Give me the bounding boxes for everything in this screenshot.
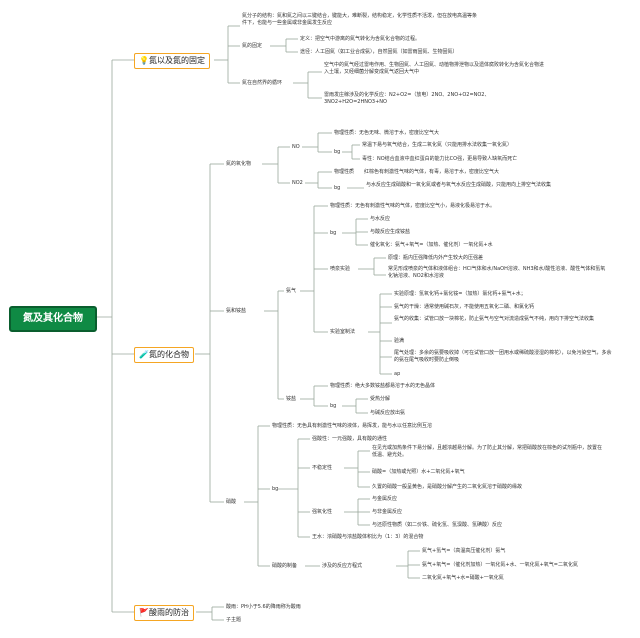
node-instability-equation[interactable]: 硝酸=（加热或光照）水+二氧化氮+氧气: [372, 469, 465, 475]
node-preparation-reactions[interactable]: 涉及的反应方程式: [322, 563, 363, 569]
node-lab-preparation[interactable]: 实验室制法: [330, 329, 356, 335]
branch-label: 氮的化合物: [149, 350, 189, 359]
node-nitrogen-oxides[interactable]: 氮的氧化物: [226, 161, 252, 167]
node-HNO3-physical[interactable]: 物理性质：无色具有刺激性气味的液体，易挥发，能与水以任意比例互溶: [272, 423, 433, 429]
node-nitrogen-cycle[interactable]: 氮在自然界的循环: [242, 80, 283, 86]
node-lab-principle[interactable]: 实验原理：氢氧化钙+氯化铵=（加热）氯化钙+氨气+水；: [394, 291, 526, 297]
branch-acid-rain[interactable]: 🚩酸雨的防治: [134, 605, 194, 621]
node-lab-check[interactable]: 验满: [394, 338, 405, 344]
node-ammonium-salts[interactable]: 铵盐: [286, 396, 297, 402]
node-NH3-acid[interactable]: 与酸反应生成铵盐: [370, 229, 411, 235]
node-fountain-principle[interactable]: 原理：瓶内压强降低内外产生较大的压强差: [388, 255, 484, 261]
node-NH3-bg[interactable]: bg: [330, 230, 337, 236]
node-fixation[interactable]: 氮的固定: [242, 43, 263, 49]
node-NO2[interactable]: NO2: [292, 180, 303, 186]
node-molecule-structure[interactable]: 氮分子的结构：氮和氮之间以三键结合，键能大，难断裂，结构稳定，化学性质不活泼，但…: [242, 13, 478, 26]
test-tube-icon: 🧪: [139, 350, 149, 359]
node-NO-oxidation[interactable]: 常温下易与氧气结合，生成二氧化氮（只能用排水法收集一氧化氮）: [362, 142, 513, 148]
node-instability[interactable]: 不稳定性: [312, 465, 333, 471]
node-HNO3-bg[interactable]: bg: [272, 486, 279, 492]
root-topic[interactable]: 氮及其化合物: [9, 306, 97, 332]
node-prep-step3[interactable]: 二氧化氮+氧气+水=硝酸+一氧化氮: [422, 575, 504, 581]
branch-label: 氮以及氮的固定: [149, 56, 205, 65]
node-oxid-reducing[interactable]: 与还原性物质（如二价铁、硫化氢、氢溴酸、氢碘酸）反应: [372, 522, 503, 528]
node-oxid-metals[interactable]: 与金属反应: [372, 496, 398, 502]
node-NH3-physical[interactable]: 物理性质：无色有刺激性气味的气体，密度比空气小，易液化极易溶于水。: [330, 203, 496, 209]
node-oxidizing[interactable]: 强氧化性: [312, 509, 333, 515]
node-instability-storage[interactable]: 在见光或加热条件下易分解，且越浓越易分解。为了防止其分解，常把硝酸放在棕色的试剂…: [372, 445, 603, 458]
node-aqua-regia[interactable]: 王水：浓硝酸与浓盐酸体积比为（1：3）的混合物: [312, 534, 424, 540]
node-NO2-physical[interactable]: 红棕色有刺激性气味的气体，有毒，易溶于水，密度比空气大: [364, 169, 500, 175]
node-NH3-water[interactable]: 与水反应: [370, 216, 391, 222]
node-prep-step1[interactable]: 氮气+氢气=（高温高压催化剂）氨气: [422, 548, 506, 554]
node-NO2-chemical[interactable]: 与水反应生成硝酸和一氧化氮或者与氧气水反应生成硝酸，只能用向上排空气法收集: [366, 182, 552, 188]
node-NO2-bg[interactable]: bg: [334, 185, 341, 191]
node-NO-bg[interactable]: bg: [334, 149, 341, 155]
node-lab-drying[interactable]: 氨气的干燥：通常使用碱石灰，不能使用五氧化二磷、和氯化钙: [394, 304, 535, 310]
node-nitric-acid[interactable]: 硝酸: [226, 499, 237, 505]
node-fountain-combos[interactable]: 常见形成喷泉的气体和液体组合：HCl气体和水/NaOH溶液、NH3和水/酸性溶液…: [388, 266, 606, 279]
node-acid-rain-definition[interactable]: 酸雨：PH小于5.6的降雨称为酸雨: [226, 604, 301, 610]
node-salts-physical[interactable]: 物理性质：绝大多数铵盐都易溶于水的无色晶体: [330, 383, 436, 389]
node-fountain[interactable]: 喷泉实验: [330, 266, 351, 272]
node-subtopic[interactable]: 子主题: [226, 617, 242, 623]
node-ammonia[interactable]: 氨气: [286, 288, 297, 294]
node-prep-step2[interactable]: 氨气+氧气=（催化剂加热）一氧化氮+水、一氧化氮+氧气=二氧化氮: [422, 562, 578, 568]
node-NO2-physical-key[interactable]: 物理性质: [334, 169, 355, 175]
node-thunder-reactions[interactable]: 雷雨发庄稼涉及的化学反应：N2+O2=（放电）2NO、2NO+O2=NO2、3N…: [324, 92, 490, 105]
node-lab-collection[interactable]: 氨气的收集：试管口放一块棉花，防止氨气与空气对流造成氨气不纯，用向下排空气法收集: [394, 316, 595, 322]
node-NO-physical[interactable]: 物理性质：无色无味、微溶于水，密度比空气大: [334, 130, 440, 136]
node-strong-acid[interactable]: 强酸性：一元强酸，具有酸的通性: [312, 436, 388, 442]
node-NO-toxicity[interactable]: 毒性：NO结合血液中血红蛋白的能力比CO强，更易导致人缺氧而死亡: [362, 156, 518, 162]
branch-nitrogen-compounds[interactable]: 🧪氮的化合物: [134, 347, 194, 363]
branch-label: 酸雨的防治: [149, 608, 189, 617]
node-salts-decompose[interactable]: 受热分解: [370, 396, 391, 402]
node-fixation-definition[interactable]: 定义：把空气中游离的氮气转化为含氮化合物的过程。: [300, 36, 421, 42]
node-salts-bg[interactable]: bg: [330, 403, 337, 409]
node-salts-base[interactable]: 与碱反应放出氨: [370, 410, 406, 416]
lightbulb-icon: 💡: [139, 56, 149, 65]
node-NH3-catalytic[interactable]: 催化氧化：氨气+氧气=（加热、催化剂）一氧化氮+水: [370, 242, 493, 248]
node-ammonia-and-salts[interactable]: 氨和铵盐: [226, 308, 247, 314]
node-cycle-description[interactable]: 空气中的氮气经过雷电作用、生物固氮、人工固氮、动植物排泄物以及遗体腐败转化为含氮…: [324, 62, 545, 75]
node-instability-yellow[interactable]: 久置的硝酸一般呈黄色，是硝酸分解产生的二氧化氮溶于硝酸的缘故: [372, 484, 523, 490]
node-lab-tail-gas[interactable]: 尾气处理：多余的氨要吸收掉（可在试管口放一团用水或稀硫酸浸湿的棉花），以免污染空…: [394, 350, 612, 363]
node-lab-ap[interactable]: ap: [394, 371, 401, 377]
node-oxid-nonmetals[interactable]: 与非金属反应: [372, 509, 403, 515]
node-nitric-preparation[interactable]: 硝酸的制备: [272, 563, 298, 569]
node-NO[interactable]: NO: [292, 144, 300, 150]
node-fixation-types[interactable]: 途径：人工固氮（如工业合成氨），自然固氮（如雷雨固氮、生物固氮）: [300, 49, 458, 55]
branch-nitrogen-fixation[interactable]: 💡氮以及氮的固定: [134, 53, 210, 69]
flag-icon: 🚩: [139, 608, 149, 617]
